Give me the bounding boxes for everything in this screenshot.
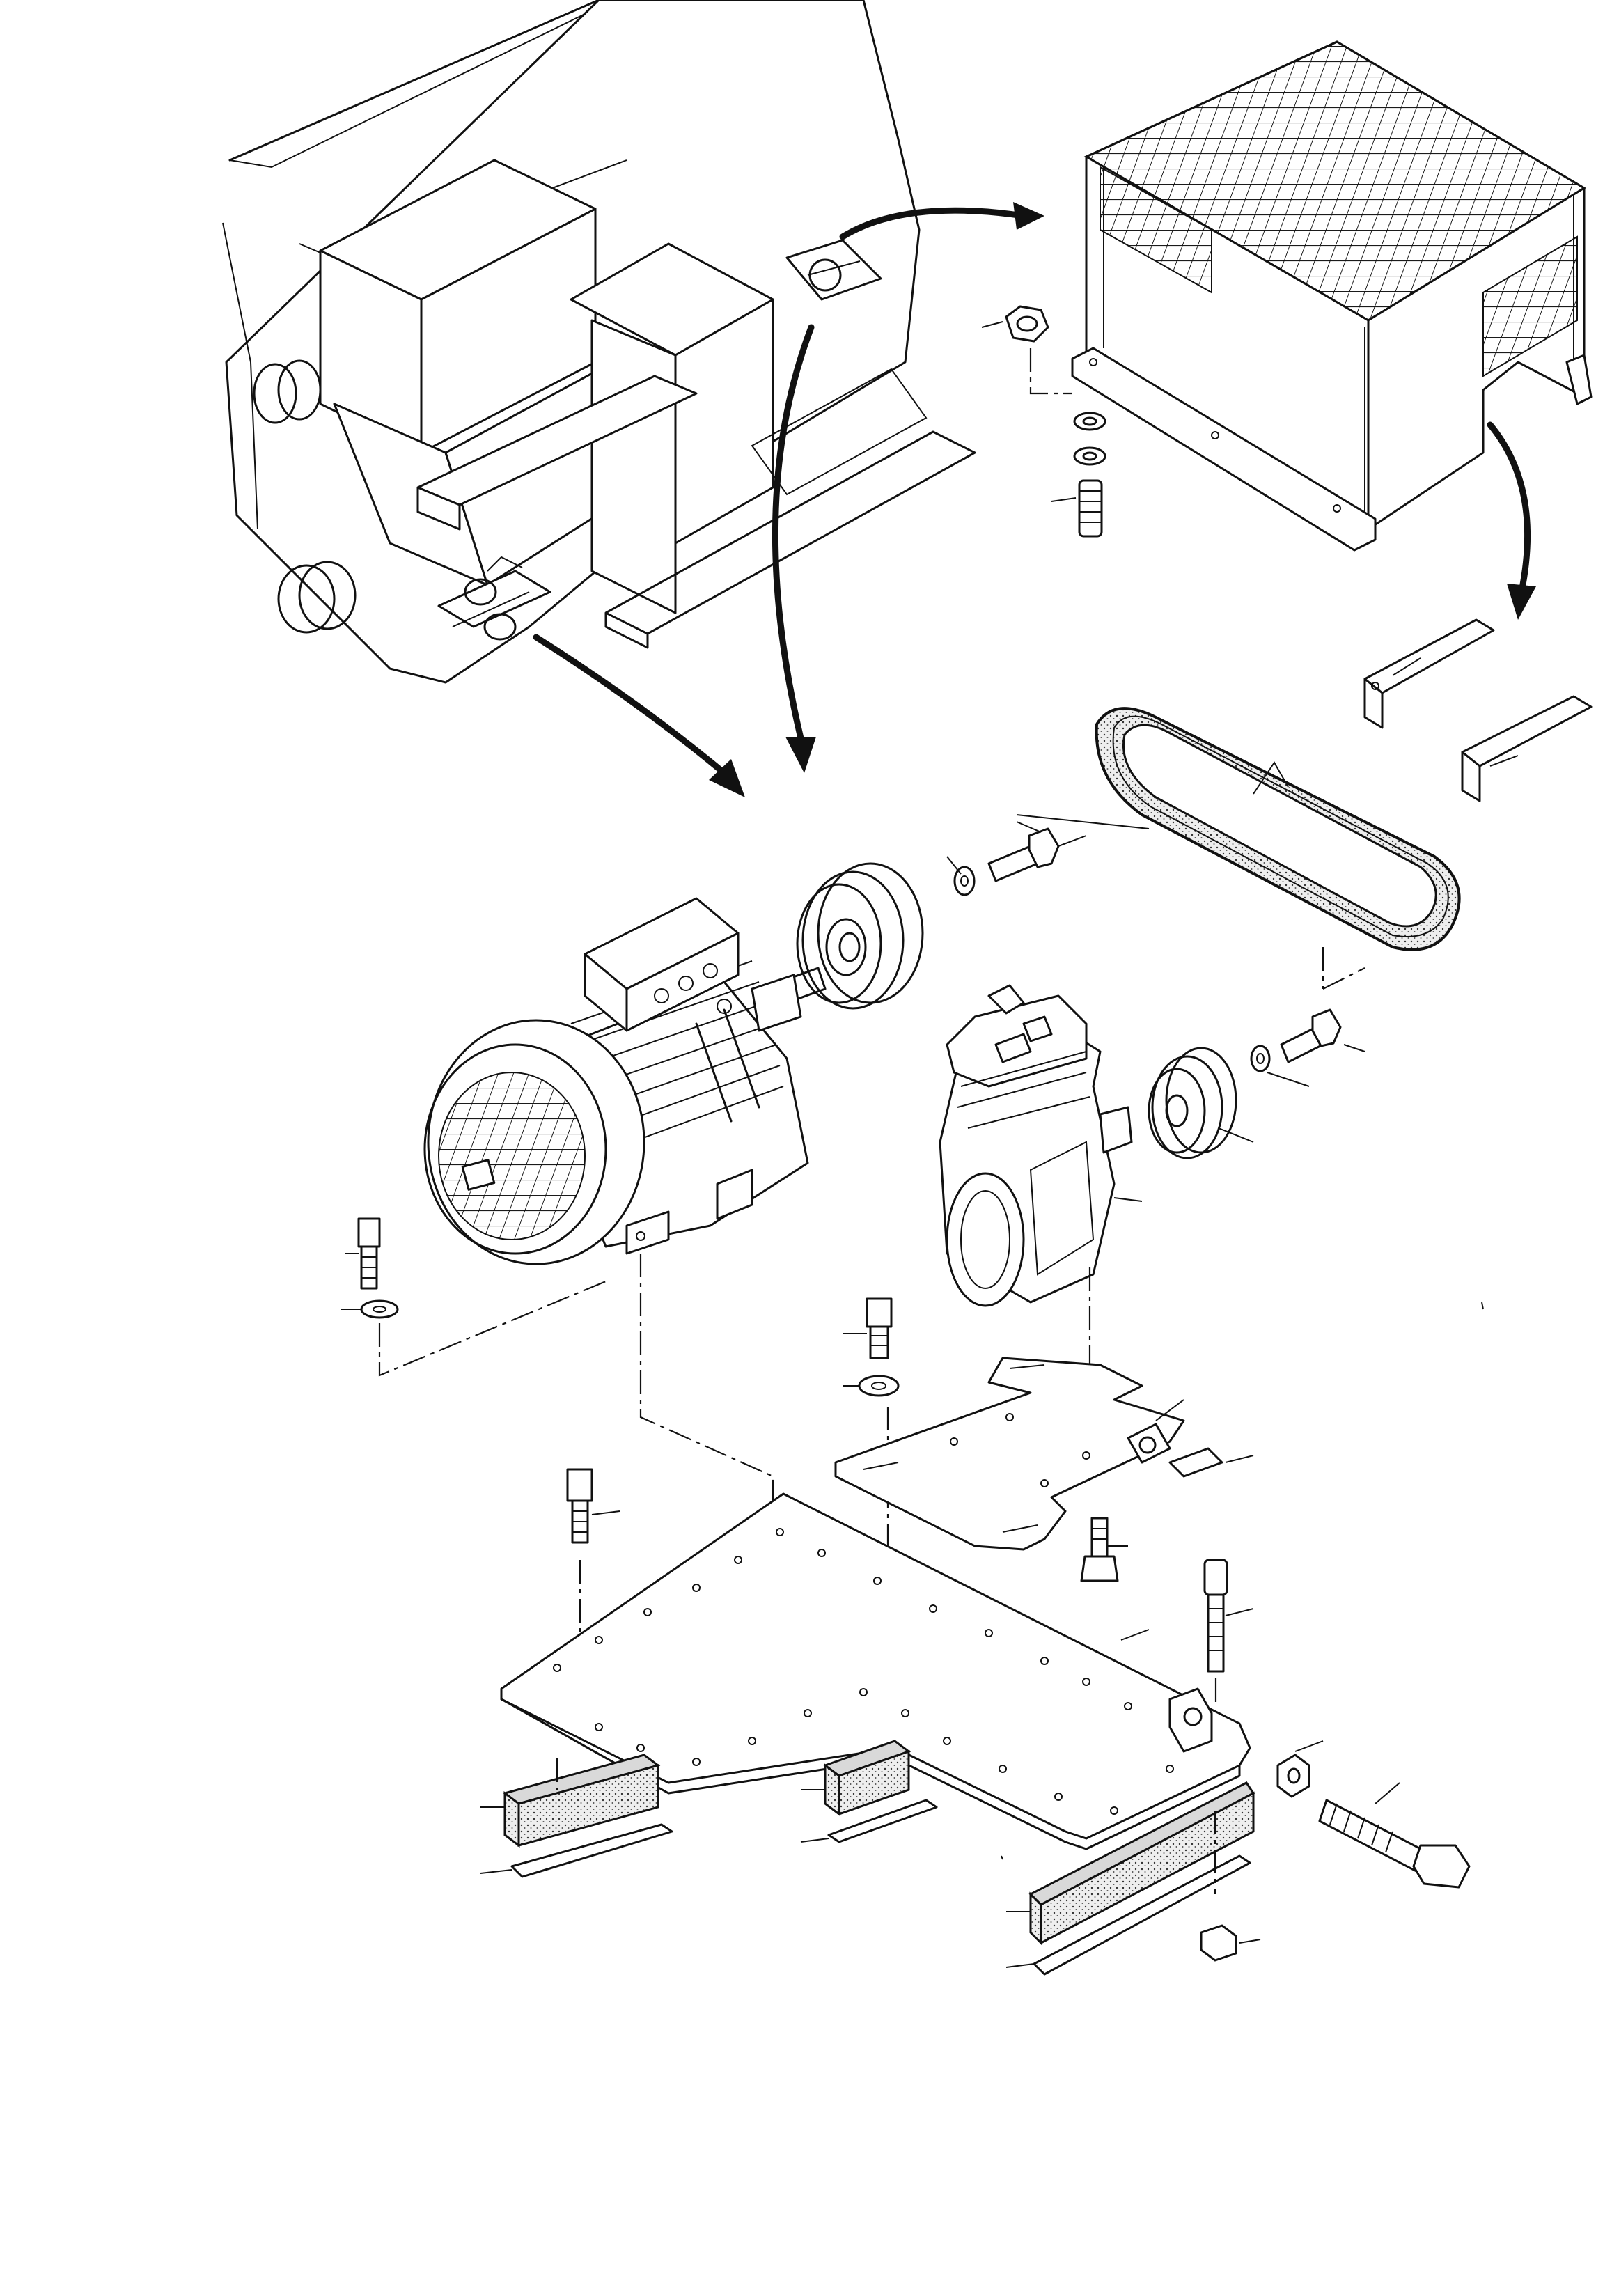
- v-belt: [1017, 708, 1460, 950]
- rubber-mount-center: [801, 1741, 937, 1842]
- mini-motor-lower: [439, 557, 550, 639]
- mini-compressor-upper: [787, 240, 881, 299]
- misc-marks: [1001, 1302, 1483, 1859]
- motor-pulley: [797, 864, 923, 1008]
- plate-bolt-small: [1081, 1518, 1128, 1581]
- pivot-bolt: [1278, 1741, 1469, 1887]
- electric-motor: [425, 898, 825, 1264]
- compressor-pulley: [1149, 1048, 1236, 1158]
- compressor: [940, 985, 1132, 1306]
- machine-overview: [223, 0, 975, 682]
- rubber-mount-right: [1006, 1783, 1260, 1974]
- pulley-bolt-2: [1114, 947, 1365, 1201]
- compressor-mounting-plate: [836, 1358, 1253, 1549]
- belt-guard-cover: [1072, 42, 1591, 550]
- cover-hardware: [982, 306, 1105, 536]
- pulley-bolt-1: [947, 822, 1086, 895]
- base-bolt-right: [1205, 1560, 1253, 1706]
- base-plate: [501, 1494, 1250, 1849]
- rubber-mount-left: [480, 1755, 672, 1877]
- callout-arrows: [536, 202, 1536, 797]
- angle-brackets: [1365, 620, 1591, 801]
